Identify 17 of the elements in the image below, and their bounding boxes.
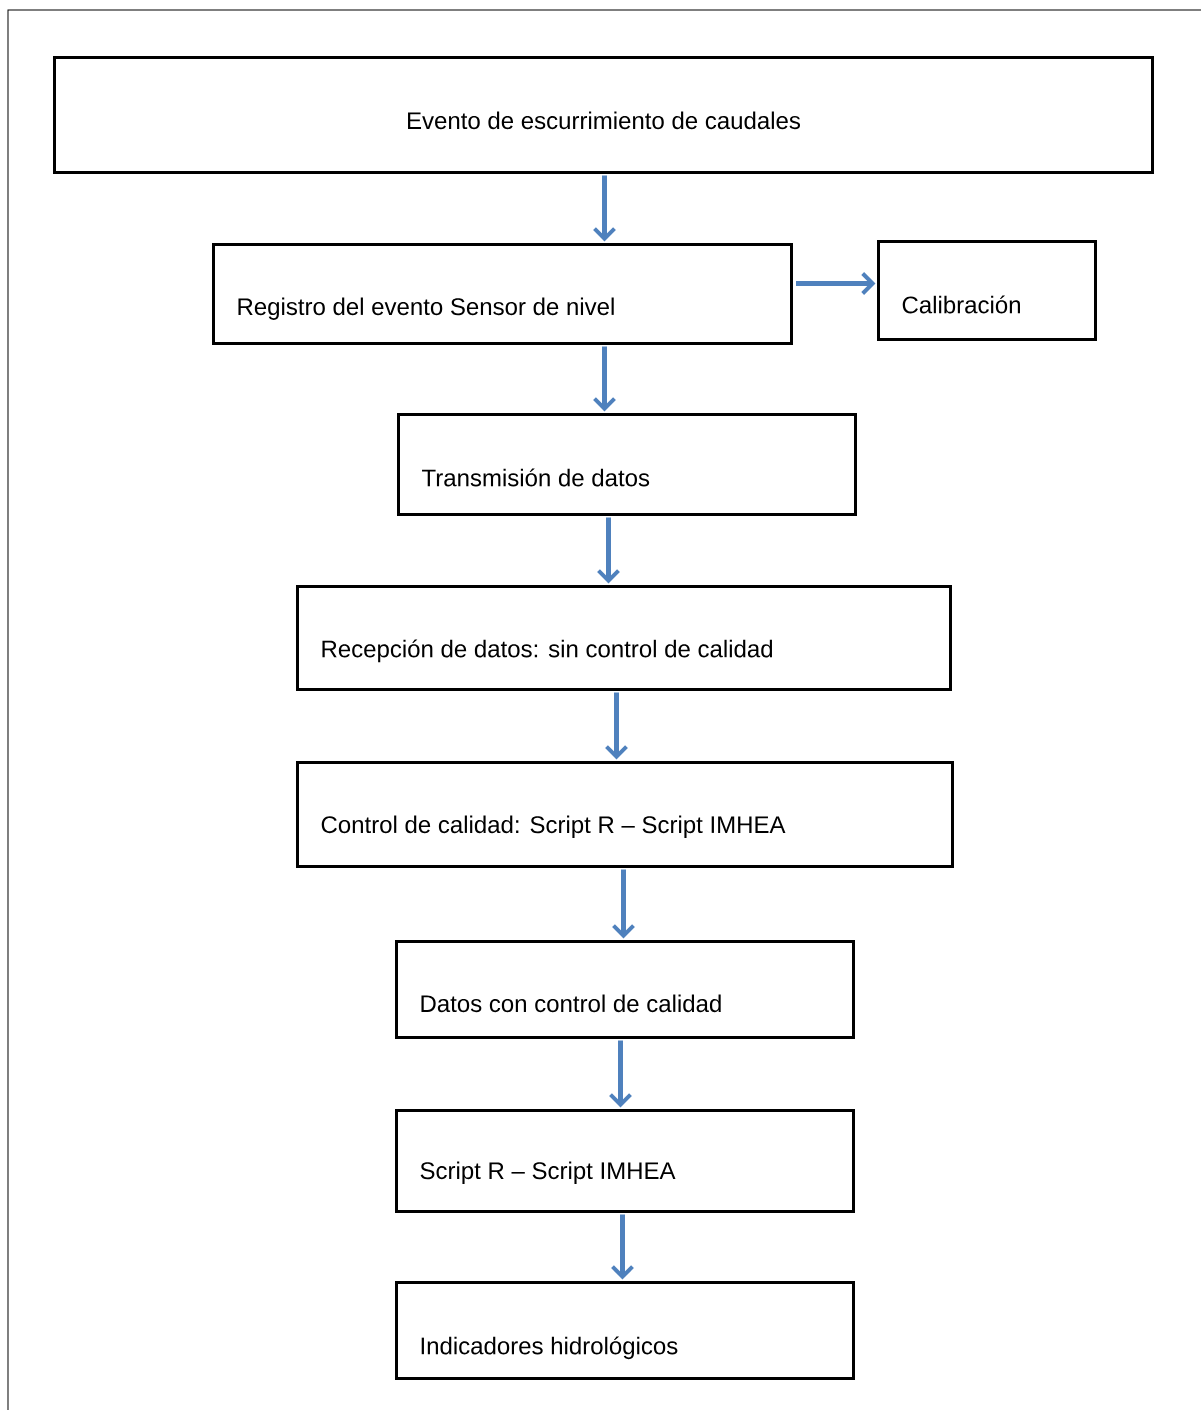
arrow bbox=[593, 346, 616, 412]
process-box: Script R – Script IMHEA bbox=[395, 1109, 855, 1213]
process-box: Evento de escurrimiento de caudales bbox=[53, 56, 1154, 174]
arrow bbox=[597, 517, 620, 584]
process-box: Datos con control de calidad bbox=[395, 940, 855, 1039]
arrow bbox=[612, 869, 635, 939]
arrow bbox=[609, 1040, 632, 1108]
arrow bbox=[611, 1214, 634, 1280]
process-box: Control de calidad: Script R – Script IMHEA bbox=[296, 761, 954, 868]
process-box: Registro del evento Sensor de nivel bbox=[212, 243, 793, 345]
process-box: Transmisión de datos bbox=[397, 413, 857, 516]
process-box: Calibración bbox=[877, 240, 1097, 341]
process-box: Recepción de datos: sin control de calidad bbox=[296, 585, 952, 691]
arrow bbox=[593, 175, 616, 242]
process-box: Indicadores hidrológicos bbox=[395, 1281, 855, 1380]
arrow bbox=[605, 692, 628, 760]
arrow bbox=[796, 272, 876, 295]
